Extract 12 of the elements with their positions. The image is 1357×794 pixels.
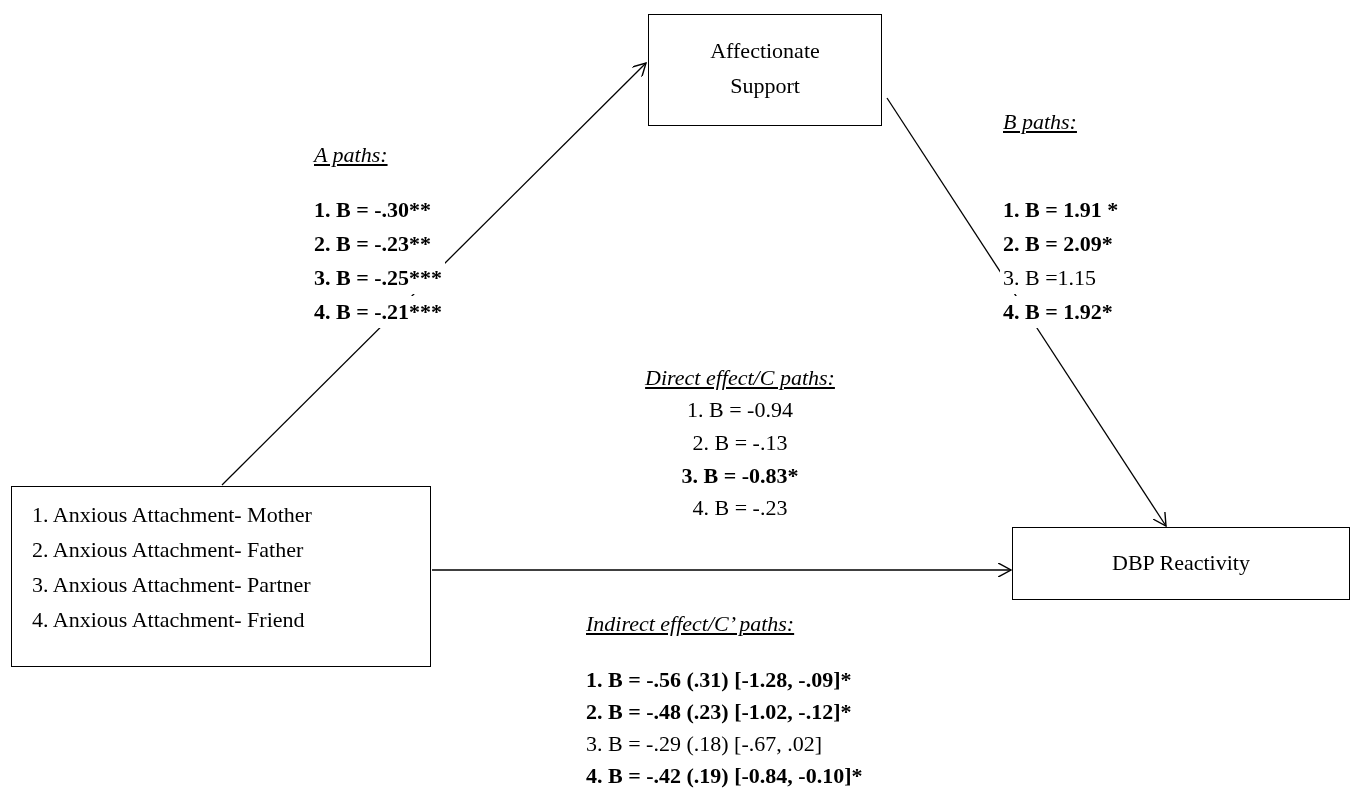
arrow <box>431 562 1012 578</box>
variable-name: 2. Anxious Attachment- Father <box>32 536 304 564</box>
variable-name: 3. Anxious Attachment- Partner <box>32 571 311 599</box>
variable-name: 4. Anxious Attachment- Friend <box>32 606 305 634</box>
variable-box <box>648 14 882 126</box>
arrow <box>886 97 1167 527</box>
variable-box <box>1012 527 1350 600</box>
variable-name: Affectionate Support <box>709 37 821 100</box>
variable-name: DBP Reactivity <box>1112 549 1250 577</box>
variable-box <box>11 486 431 667</box>
coefficient-text: 3. B = -.25*** <box>311 262 446 294</box>
variable-name: 1. Anxious Attachment- Mother <box>32 501 312 529</box>
